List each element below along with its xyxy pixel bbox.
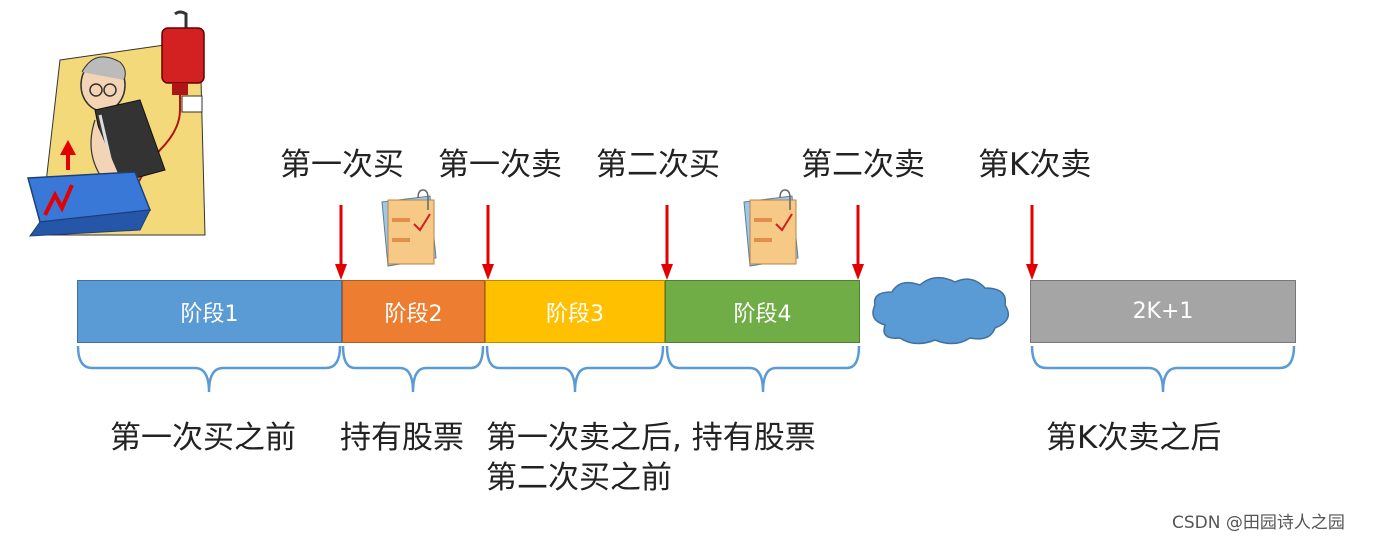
label-kth-sell: 第K次卖 bbox=[978, 147, 1092, 183]
brace-stage4 bbox=[665, 345, 861, 393]
brace-stage2 bbox=[341, 345, 485, 393]
desc-after-first-sell: 第一次卖之后, 持有股票 bbox=[486, 420, 816, 456]
stage-1-label: 阶段1 bbox=[180, 301, 239, 327]
down-arrow-icon bbox=[1026, 205, 1038, 280]
arrows bbox=[335, 205, 1038, 280]
stage-3-label: 阶段3 bbox=[546, 301, 604, 327]
stage-k-label: 2K+1 bbox=[1132, 299, 1194, 324]
down-arrow-icon bbox=[661, 205, 673, 280]
label-first-buy: 第一次买 bbox=[280, 147, 404, 183]
stage-2-label: 阶段2 bbox=[384, 301, 443, 327]
desc-after-kth-sell: 第K次卖之后 bbox=[1046, 420, 1222, 456]
label-second-buy: 第二次买 bbox=[596, 147, 720, 183]
down-arrow-icon bbox=[852, 205, 864, 280]
stage-4: 阶段4 bbox=[665, 280, 860, 343]
trader-illustration bbox=[27, 10, 206, 237]
label-second-sell: 第二次卖 bbox=[801, 147, 925, 183]
note-icon bbox=[743, 189, 799, 267]
desc-before-second-buy: 第二次买之前 bbox=[486, 460, 672, 496]
stage-k: 2K+1 bbox=[1030, 280, 1296, 343]
stage-3: 阶段3 bbox=[485, 280, 665, 343]
note-icon bbox=[381, 189, 437, 267]
brace-stage1 bbox=[76, 345, 342, 393]
cloud-shape bbox=[872, 276, 1010, 345]
stage-1: 阶段1 bbox=[77, 280, 342, 343]
watermark: CSDN @田园诗人之园 bbox=[1172, 513, 1345, 533]
down-arrow-icon bbox=[482, 205, 494, 280]
brace-stage3 bbox=[485, 345, 665, 393]
brace-stagek bbox=[1030, 345, 1296, 393]
down-arrow-icon bbox=[335, 205, 347, 280]
desc-before-first-buy: 第一次买之前 bbox=[110, 420, 296, 456]
braces bbox=[76, 345, 1296, 393]
stage-2: 阶段2 bbox=[342, 280, 485, 343]
desc-holding-stock: 持有股票 bbox=[340, 420, 464, 456]
label-first-sell: 第一次卖 bbox=[438, 147, 562, 183]
stage-4-label: 阶段4 bbox=[733, 301, 792, 327]
